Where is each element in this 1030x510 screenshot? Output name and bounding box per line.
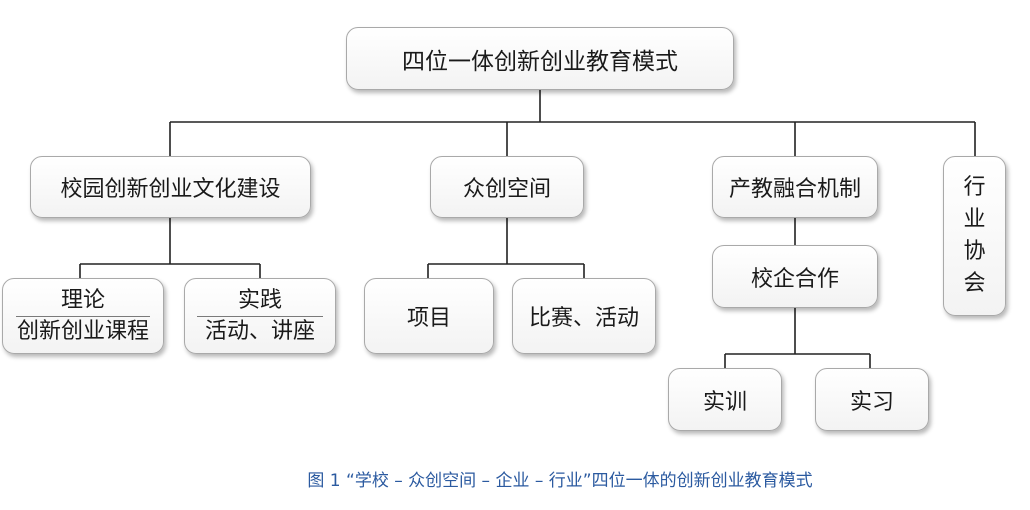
association-char-1: 行 [963, 175, 986, 200]
industry-education-node: 产教融合机制 [712, 156, 878, 218]
association-char-4: 会 [963, 271, 986, 296]
association-char-3: 协 [963, 239, 986, 264]
industry-association-node: 行 业 协 会 [943, 156, 1006, 316]
figure-caption: 图 1 “学校 – 众创空间 – 企业 – 行业”四位一体的创新创业教育模式 [307, 471, 813, 491]
competition-node: 比赛、活动 [512, 278, 656, 354]
theory-node: 理论 创新创业课程 [2, 278, 164, 354]
campus-culture-node: 校园创新创业文化建设 [30, 156, 311, 218]
internship-node: 实习 [815, 368, 929, 431]
root-node: 四位一体创新创业教育模式 [346, 27, 734, 90]
practice-node: 实践 活动、讲座 [184, 278, 336, 354]
association-char-2: 业 [963, 207, 986, 232]
theory-label: 理论 [15, 286, 151, 317]
theory-detail: 创新创业课程 [16, 318, 149, 344]
practice-detail: 活动、讲座 [204, 318, 315, 344]
training-node: 实训 [668, 368, 782, 431]
makerspace-node: 众创空间 [430, 156, 584, 218]
practice-label: 实践 [197, 286, 323, 317]
school-enterprise-node: 校企合作 [712, 245, 878, 308]
project-node: 项目 [364, 278, 494, 354]
